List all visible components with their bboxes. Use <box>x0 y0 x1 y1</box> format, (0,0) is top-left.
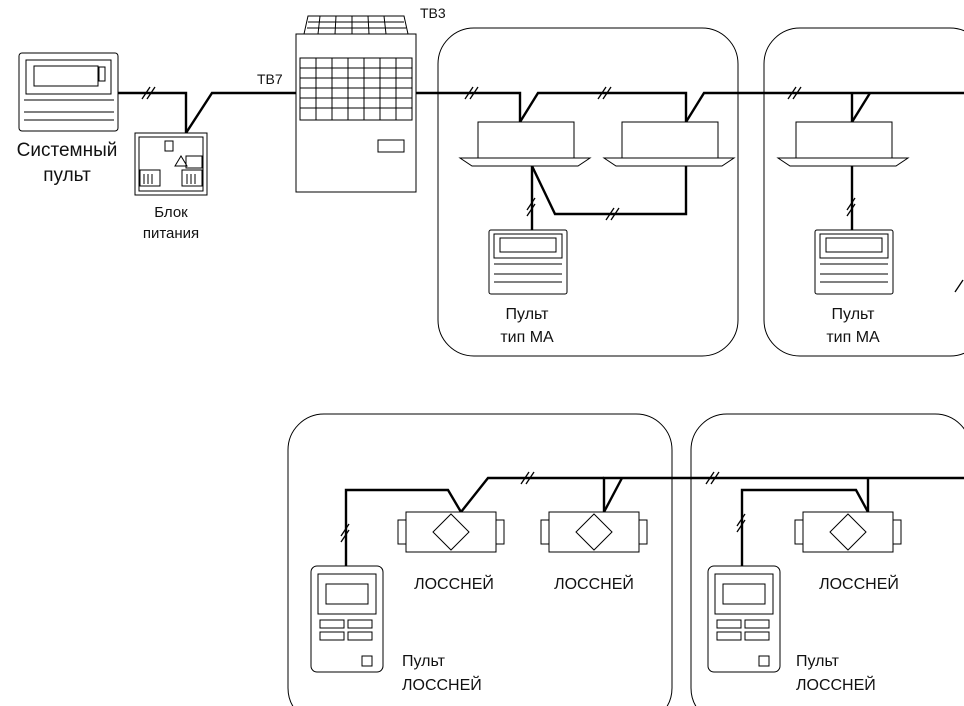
indoor-unit-1 <box>458 121 592 167</box>
ma-remote-2-device <box>814 229 894 295</box>
indoor-unit-3 <box>776 121 910 167</box>
ma-remote-1-label-line1: Пульт <box>506 306 550 323</box>
group-frame-2 <box>763 27 964 357</box>
ma-remote-2-label-line1: Пульт <box>832 306 876 323</box>
group-frame-3 <box>287 413 673 706</box>
group-frame-4 <box>690 413 964 706</box>
lossnay-unit-1 <box>397 511 505 553</box>
power-supply-device <box>134 132 208 196</box>
lossnay-remote-1-label-line1: Пульт <box>402 653 446 670</box>
lossnay-remote-2-device <box>707 565 781 673</box>
cable-marks <box>141 86 964 543</box>
system-remote-label-line1: Системный <box>17 140 118 161</box>
lossnay-remote-1-device <box>310 565 384 673</box>
ma-remote-1-label-line2: тип МА <box>500 329 554 346</box>
ma-remote-2-label-line2: тип МА <box>826 329 880 346</box>
tb7-label: TB7 <box>257 71 283 87</box>
tb3-label: TB3 <box>420 5 446 21</box>
outdoor-unit-device <box>295 15 417 193</box>
lossnay-unit-1-label: ЛОССНЕЙ <box>414 574 494 593</box>
transmission-wires <box>118 91 964 566</box>
lossnay-unit-3 <box>794 511 902 553</box>
lossnay-unit-2 <box>540 511 648 553</box>
lossnay-remote-1-label-line2: ЛОССНЕЙ <box>402 675 482 694</box>
ma-remote-1-device <box>488 229 568 295</box>
group-frame-1 <box>437 27 739 357</box>
system-remote-device <box>18 52 119 132</box>
indoor-unit-2 <box>602 121 736 167</box>
lossnay-remote-2-label-line1: Пульт <box>796 653 840 670</box>
lossnay-unit-2-label: ЛОССНЕЙ <box>554 574 634 593</box>
system-remote-label-line2: пульт <box>43 165 91 186</box>
power-supply-label-line1: Блок <box>154 204 188 221</box>
lossnay-unit-3-label: ЛОССНЕЙ <box>819 574 899 593</box>
power-supply-label-line2: питания <box>143 225 199 242</box>
lossnay-remote-2-label-line2: ЛОССНЕЙ <box>796 675 876 694</box>
